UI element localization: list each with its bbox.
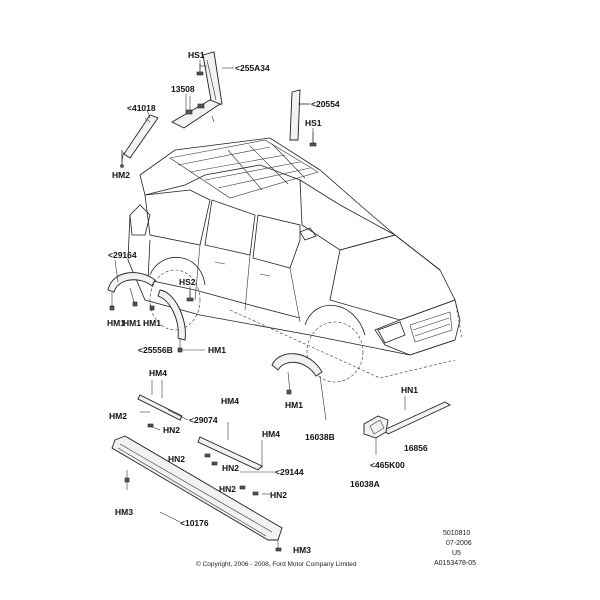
label-255a34: <255A34 — [235, 63, 270, 73]
label-16038b: 16038B — [305, 432, 335, 442]
fastener-hm2-top — [120, 150, 124, 168]
label-13508: 13508 — [171, 84, 195, 94]
label-hm3-b: HM3 — [293, 545, 311, 555]
screw-hs2 — [186, 290, 194, 302]
label-16038a: 16038A — [350, 479, 380, 489]
label-hm1-a: HM1 — [107, 318, 125, 328]
label-16856: 16856 — [404, 443, 428, 453]
label-hm4-a: HM4 — [149, 368, 167, 378]
label-25556b: <25556B — [138, 345, 173, 355]
label-hn1: HN1 — [401, 385, 418, 395]
label-29144: <29144 — [275, 467, 304, 477]
label-hn2-c: HN2 — [222, 463, 239, 473]
meta-variant: U5 — [452, 550, 461, 557]
label-hs1-right: HS1 — [305, 118, 322, 128]
copyright-notice: © Copyright, 2006 - 2008, Ford Motor Com… — [196, 560, 357, 568]
label-hn2-b: HN2 — [168, 454, 185, 464]
label-10176: <10176 — [180, 518, 209, 528]
label-hn2-e: HN2 — [270, 490, 287, 500]
clips-hm1-left — [109, 301, 205, 353]
label-41018: <41018 — [127, 103, 156, 113]
pillar-trim-41018 — [121, 114, 159, 161]
label-hn2-a: HN2 — [163, 425, 180, 435]
wheel-arch-16038b — [271, 353, 327, 421]
bracket-465k00 — [363, 415, 389, 455]
label-hm1-b: HM1 — [123, 318, 141, 328]
label-465k00: <465K00 — [370, 460, 405, 470]
running-board-10176 — [111, 435, 283, 552]
label-hs1-top: HS1 — [188, 50, 205, 60]
label-hm1-e: HM1 — [285, 400, 303, 410]
screw-hs1-right — [309, 132, 317, 147]
label-hm3-a: HM3 — [115, 507, 133, 517]
label-hm2-top: HM2 — [112, 170, 130, 180]
label-hm1-c: HM1 — [143, 318, 161, 328]
strut-29074 — [137, 380, 183, 428]
wheel-arch-29164 — [107, 272, 156, 310]
moulding-16856 — [383, 396, 451, 435]
pillar-trim-20554 — [289, 89, 310, 141]
label-hm1-d: HM1 — [208, 345, 226, 355]
leader-lines — [114, 60, 314, 523]
meta-illustration-number: 5010810 — [443, 530, 470, 537]
label-20554: <20554 — [311, 99, 340, 109]
label-hn2-d: HN2 — [219, 484, 236, 494]
label-hm2-mid: HM2 — [109, 411, 127, 421]
wheel-arch-25556b — [157, 289, 186, 350]
meta-date: 07-2006 — [446, 540, 472, 547]
vehicle-outline — [127, 137, 463, 383]
label-hm4-c: HM4 — [262, 429, 280, 439]
label-hs2: HS2 — [179, 277, 196, 287]
label-29074: <29074 — [189, 415, 218, 425]
meta-reference: A0153478-05 — [434, 560, 476, 567]
label-hm4-b: HM4 — [221, 396, 239, 406]
pillar-trim-255a34 — [200, 51, 223, 107]
strut-29144 — [197, 422, 263, 496]
label-29164: <29164 — [108, 250, 137, 260]
bracket-13508 — [171, 96, 221, 129]
